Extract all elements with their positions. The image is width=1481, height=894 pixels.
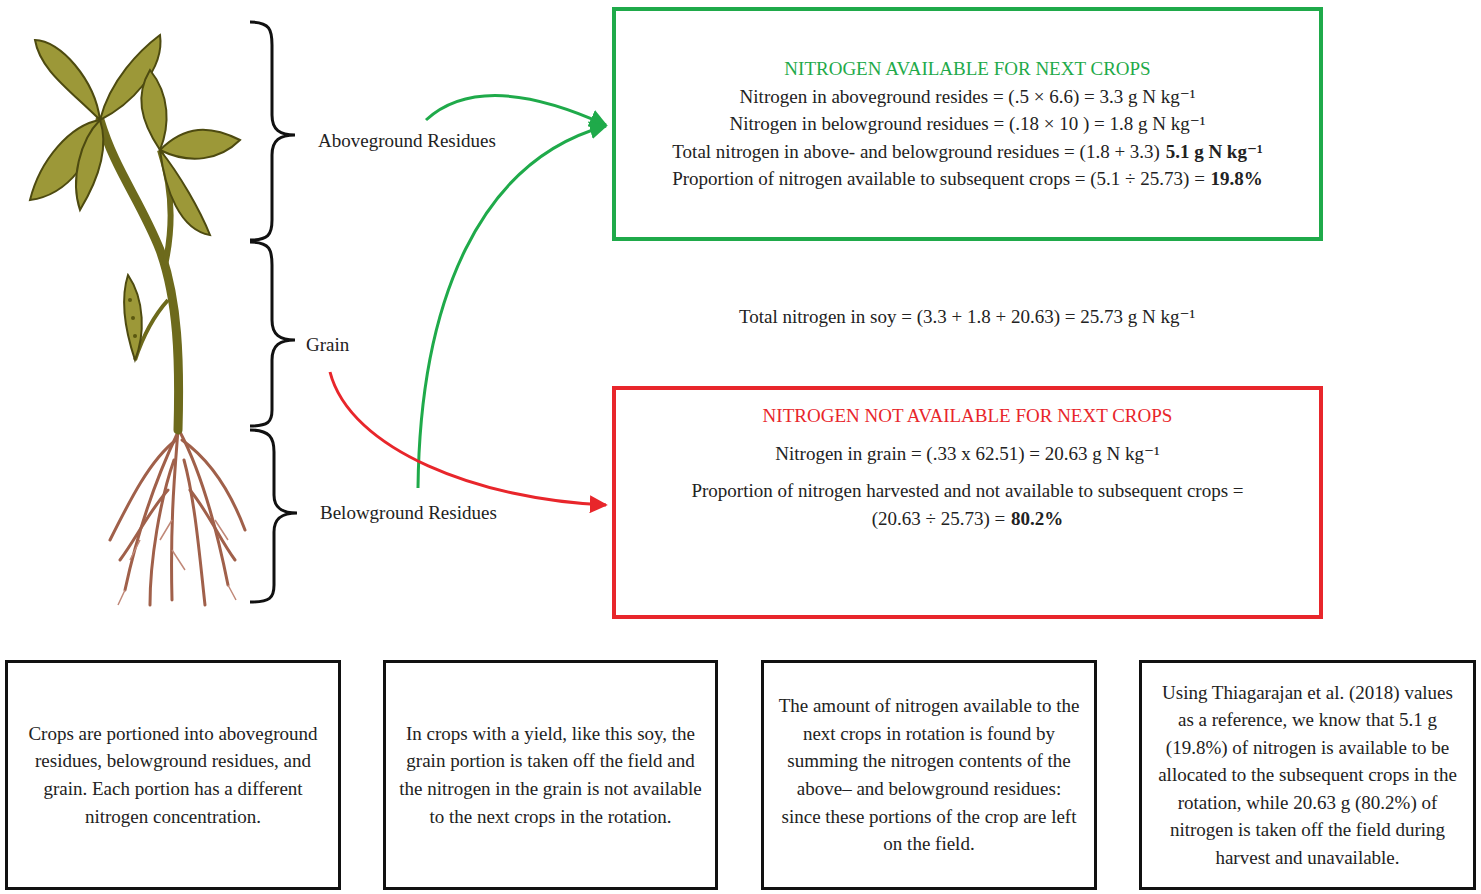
text-line: The amount of nitrogen available to the …: [776, 692, 1082, 857]
leaves: [30, 35, 240, 360]
red-arrow: [330, 372, 606, 505]
unavailable-box: NITROGEN NOT AVAILABLE FOR NEXT CROPS Nit…: [612, 386, 1323, 619]
available-box: NITROGEN AVAILABLE FOR NEXT CROPS Nitroge…: [612, 7, 1323, 241]
part-label: Belowground Residues: [318, 502, 499, 524]
box-text: Crops are portioned into aboveground res…: [28, 723, 317, 827]
box-text: The amount of nitrogen available to the …: [779, 695, 1080, 854]
green-arrow: [426, 96, 606, 125]
text-line: Nitrogen in belowground residues = (.18 …: [730, 110, 1206, 138]
box-text: Proportion of nitrogen available to subs…: [672, 168, 1205, 189]
box-text: Nitrogen in aboveground resides = (.5 × …: [740, 86, 1196, 107]
note-box: The amount of nitrogen available to the …: [761, 660, 1097, 890]
pod-dots: [128, 298, 137, 338]
result-value: 19.8%: [1211, 168, 1263, 189]
box-text: Proportion of nitrogen harvested and not…: [691, 480, 1243, 529]
root-hairs: [118, 520, 236, 605]
text-line: NITROGEN NOT AVAILABLE FOR NEXT CROPS: [763, 402, 1173, 430]
box-text: Using Thiagarajan et al. (2018) values a…: [1158, 682, 1457, 868]
text-line: In crops with a yield, like this soy, th…: [398, 720, 703, 830]
box-heading: NITROGEN AVAILABLE FOR NEXT CROPS: [784, 58, 1150, 79]
text-line: Total nitrogen in above- and belowground…: [672, 138, 1262, 166]
text-line: Using Thiagarajan et al. (2018) values a…: [1152, 679, 1463, 872]
roots: [110, 430, 245, 605]
braces: [250, 22, 297, 602]
note-box: Crops are portioned into aboveground res…: [5, 660, 341, 890]
text-line: Proportion of nitrogen harvested and not…: [676, 477, 1259, 532]
text-line: Crops are portioned into aboveground res…: [20, 720, 326, 830]
result-value: 5.1 g N kg⁻¹: [1166, 141, 1263, 162]
box-text: In crops with a yield, like this soy, th…: [399, 723, 701, 827]
box-text: Nitrogen in belowground residues = (.18 …: [730, 113, 1206, 134]
text-line: Nitrogen in grain = (.33 x 62.51) = 20.6…: [775, 440, 1159, 468]
result-value: 80.2%: [1011, 508, 1063, 529]
box-text: Total nitrogen in above- and belowground…: [672, 141, 1160, 162]
total-label: Total nitrogen in soy = (3.3 + 1.8 + 20.…: [737, 305, 1197, 328]
green-arrow: [418, 126, 606, 488]
note-box: In crops with a yield, like this soy, th…: [383, 660, 718, 890]
part-label: Grain: [304, 334, 351, 356]
box-text: Nitrogen in grain = (.33 x 62.51) = 20.6…: [775, 443, 1159, 464]
box-heading: NITROGEN NOT AVAILABLE FOR NEXT CROPS: [763, 405, 1173, 426]
text-line: Proportion of nitrogen available to subs…: [672, 165, 1263, 193]
part-label: Aboveground Residues: [316, 130, 498, 152]
text-line: Nitrogen in aboveground resides = (.5 × …: [740, 83, 1196, 111]
note-box: Using Thiagarajan et al. (2018) values a…: [1139, 660, 1476, 890]
text-line: NITROGEN AVAILABLE FOR NEXT CROPS: [784, 55, 1150, 83]
